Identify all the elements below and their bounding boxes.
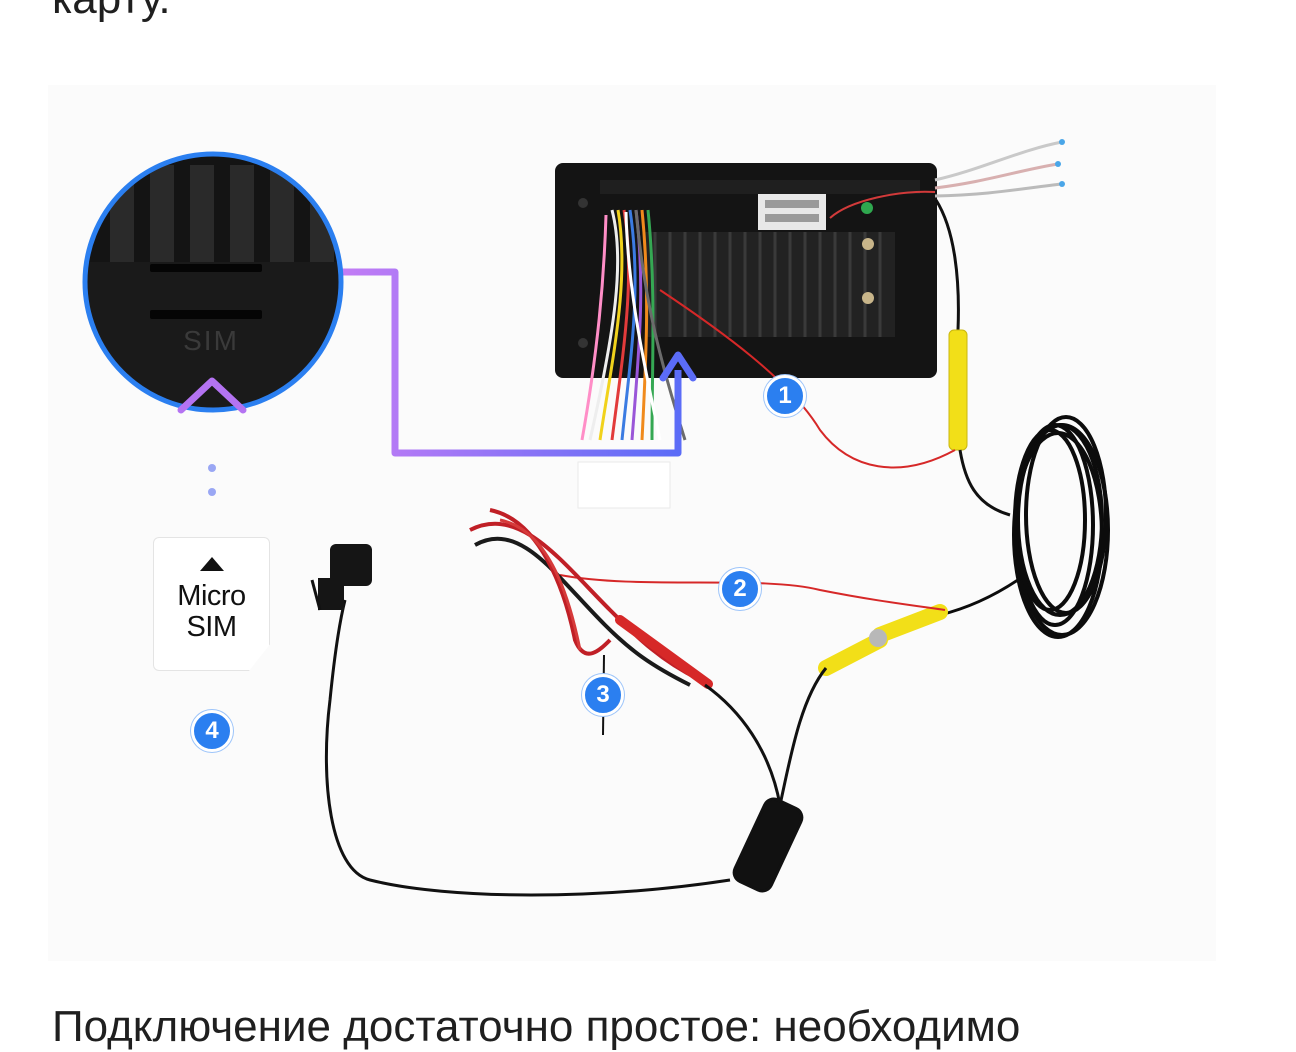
red-coil-wire: [469, 508, 713, 736]
sim-card-label-sim: SIM: [186, 611, 237, 643]
micro-sim-card: Micro SIM: [153, 537, 270, 671]
harness-connector: [577, 461, 671, 509]
article-bottom-text: Подключение достаточно простое: необходи…: [52, 1002, 1021, 1051]
triangle-up-icon: [199, 557, 224, 571]
sim-slot-arrow: [342, 268, 697, 457]
sim-card-label-micro: Micro: [177, 580, 246, 612]
video-cable: [934, 199, 1011, 517]
marker-3: 3: [582, 674, 624, 716]
heatsink-fins: [645, 232, 895, 337]
article-top-text: карту.: [52, 0, 171, 24]
head-unit: [555, 163, 937, 378]
wiring-diagram: SIM: [82, 139, 1110, 897]
loose-wires: [829, 139, 1065, 219]
coiled-cable: [939, 415, 1110, 639]
marker-4: 4: [191, 710, 233, 752]
sim-slot-magnifier: [82, 151, 344, 413]
red-wire-1: [659, 289, 956, 469]
marker-1: 1: [764, 375, 806, 417]
red-wire-2: [559, 574, 946, 611]
camera-cable: [324, 599, 828, 897]
yellow-rca-connectors: [818, 604, 948, 676]
sim-insert-arrow: [177, 377, 247, 496]
camera: [310, 544, 372, 611]
sim-slot-label: SIM: [183, 325, 239, 356]
marker-2: 2: [719, 568, 761, 610]
